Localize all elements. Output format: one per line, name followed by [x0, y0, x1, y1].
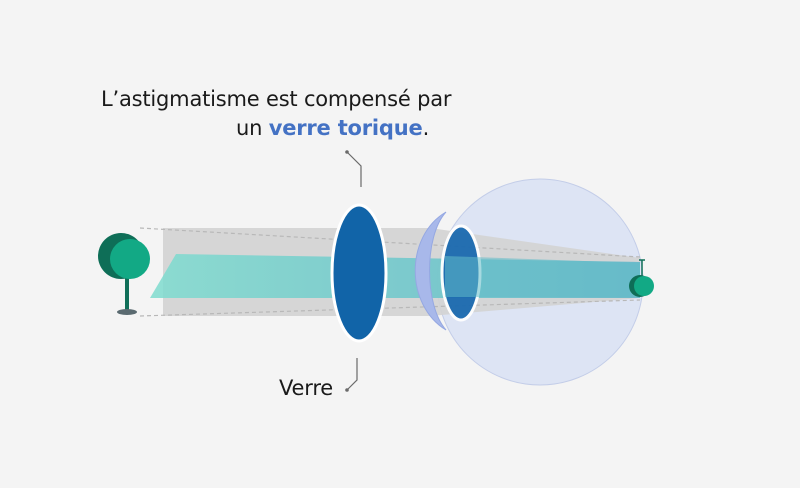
toric-lens [330, 203, 388, 343]
caption-suffix: . [422, 116, 430, 140]
retina-image-crown [634, 276, 654, 296]
projection-edge-bottom [139, 299, 641, 317]
caption-highlight: verre torique [268, 116, 423, 140]
tree-crown [110, 239, 150, 279]
tree-base [117, 309, 137, 315]
caption-line-1: L’astigmatisme est compensé par [101, 87, 452, 111]
lens-leader-dot [345, 388, 349, 392]
caption-leader-dot [345, 150, 349, 154]
light-beam-eye [445, 256, 640, 297]
lens-label: Verre [279, 376, 334, 400]
caption-line-2: un verre torique. [236, 114, 429, 142]
caption-prefix: un [236, 116, 269, 140]
cornea [414, 211, 447, 331]
caption-leader-line [346, 151, 362, 187]
lens-leader-line [346, 358, 358, 391]
